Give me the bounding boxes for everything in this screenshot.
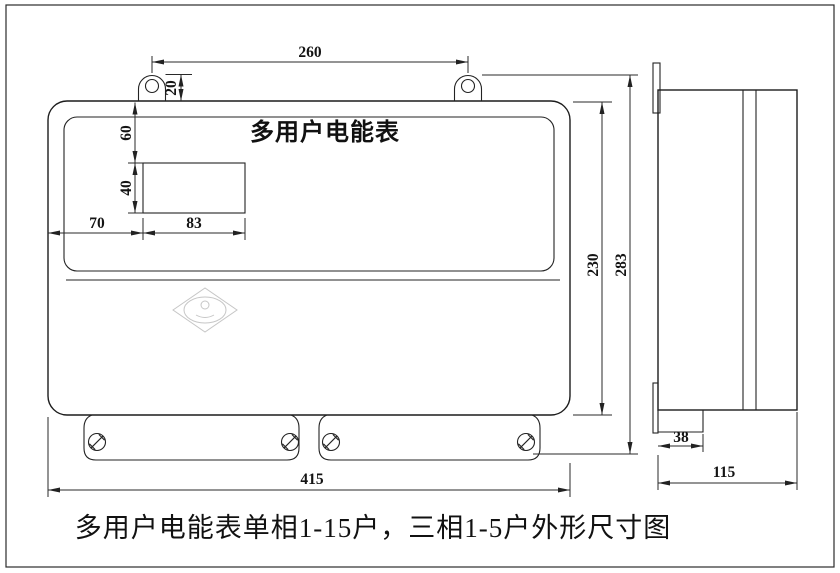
dim-window-width: 83 bbox=[143, 215, 246, 240]
side-body-outline bbox=[657, 89, 798, 411]
dim-mount-hole-spacing-label: 260 bbox=[298, 44, 322, 61]
side-mount-tab-bottom bbox=[652, 382, 659, 434]
logo-badge bbox=[172, 287, 238, 333]
dim-mount-hole-spacing: 260 bbox=[151, 44, 469, 73]
dim-window-width-label: 83 bbox=[186, 215, 202, 232]
side-terminal-step bbox=[657, 410, 704, 433]
front-panel-label: 多用户电能表 bbox=[250, 118, 400, 146]
dim-mount-tab-height: 20 bbox=[163, 74, 192, 101]
dim-body-height: 230 bbox=[573, 101, 612, 416]
terminal-cover-left bbox=[83, 414, 300, 461]
dim-overall-height-label: 283 bbox=[613, 253, 630, 277]
dim-overall-height: 283 bbox=[482, 74, 638, 455]
dim-body-height-label: 230 bbox=[585, 253, 602, 277]
dim-window-height-label: 40 bbox=[118, 180, 135, 196]
dim-window-top-offset: 60 bbox=[118, 102, 143, 164]
sheet-border bbox=[5, 4, 835, 568]
cover-screw-4 bbox=[516, 432, 536, 452]
display-window bbox=[142, 162, 246, 214]
mount-tab-left bbox=[137, 74, 167, 101]
dim-terminal-step-depth: 38 bbox=[658, 429, 704, 452]
meter-body-outline bbox=[47, 100, 571, 416]
dim-window-top-offset-label: 60 bbox=[118, 125, 135, 141]
cover-screw-3 bbox=[321, 432, 341, 452]
dim-body-width: 415 bbox=[47, 417, 571, 497]
drawing-caption: 多用户电能表单相1-15户，三相1-5户外形尺寸图 bbox=[75, 513, 671, 543]
cover-screw-2 bbox=[280, 432, 300, 452]
meter-front-panel bbox=[63, 116, 555, 272]
dim-window-height: 40 bbox=[118, 163, 143, 214]
dim-window-left-offset-label: 70 bbox=[89, 215, 105, 232]
front-view: 多用户电能表 260 20 60 40 70 bbox=[47, 44, 638, 497]
dim-overall-depth-label: 115 bbox=[713, 464, 736, 481]
dim-mount-tab-height-label: 20 bbox=[163, 80, 180, 96]
dim-overall-depth: 115 bbox=[657, 412, 798, 490]
mount-tab-right bbox=[453, 74, 483, 101]
side-view: 38 115 bbox=[652, 62, 798, 490]
side-mount-tab-top bbox=[652, 62, 661, 114]
cover-screw-1 bbox=[87, 432, 107, 452]
mount-hole-right bbox=[460, 78, 476, 94]
dim-window-left-offset: 70 bbox=[48, 215, 144, 240]
dim-body-width-label: 415 bbox=[300, 471, 324, 488]
side-body-seam-lines bbox=[742, 90, 757, 410]
terminal-cover-right bbox=[318, 414, 541, 461]
dim-terminal-step-depth-label: 38 bbox=[673, 429, 689, 446]
mount-hole-left bbox=[144, 78, 160, 94]
